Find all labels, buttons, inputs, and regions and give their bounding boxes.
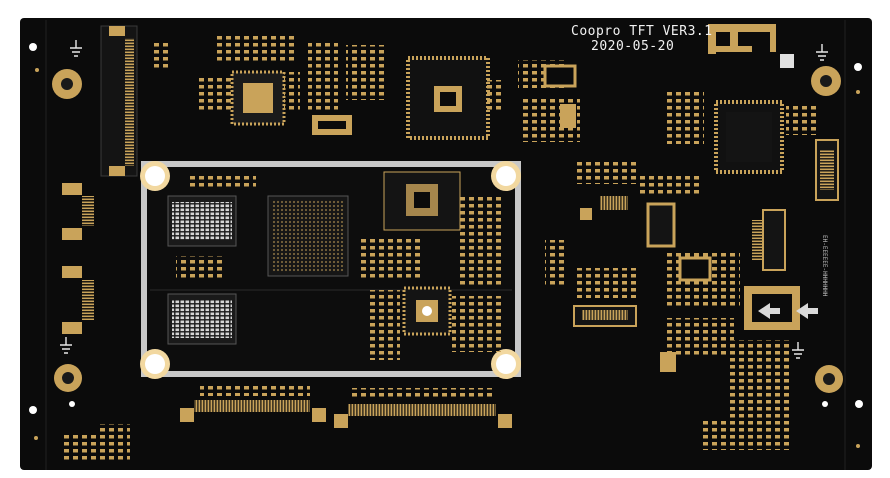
- side-connector-right-2: [752, 209, 786, 271]
- core-module-passives: [176, 176, 504, 360]
- top-pad-block: [312, 115, 352, 135]
- mounting-hole-tl: [52, 69, 82, 99]
- qfn-chip-top: [230, 70, 286, 126]
- ground-symbol-icon: [60, 40, 828, 359]
- side-connector-left-1: [62, 183, 94, 240]
- silkscreen-title: Coopro TFT VER3.1: [571, 24, 713, 39]
- bottom-connector-left: [180, 384, 326, 422]
- edge-holes: [29, 43, 863, 448]
- dram-chip-2: [167, 293, 237, 345]
- arrow-left-icon: [758, 303, 818, 319]
- bottom-connector-right: [334, 388, 512, 428]
- side-connector-left-2: [62, 266, 94, 334]
- qfp-chip-center: [406, 56, 504, 140]
- emmc-chip: [383, 171, 461, 231]
- antenna-trace: [708, 24, 794, 68]
- lower-right-components: [660, 318, 790, 450]
- right-mid-components: [545, 160, 740, 327]
- ffc-connector-left: [100, 25, 138, 177]
- mounting-hole-bl: [54, 364, 82, 392]
- silkscreen-side-marking: EH-EEEEEE-HHHHHHH: [821, 235, 828, 297]
- bottom-left-components: [60, 424, 130, 462]
- silkscreen-date: 2020-05-20: [591, 39, 675, 54]
- mounting-hole-br: [815, 365, 843, 393]
- mounting-hole-tr: [811, 66, 841, 96]
- pmic-chip: [402, 286, 452, 336]
- soc-bga: [267, 195, 349, 277]
- power-components-top: [518, 60, 580, 142]
- qfp-chip-right: [664, 92, 816, 174]
- dram-chip-1: [167, 195, 237, 247]
- side-connector-right-1: [815, 139, 839, 201]
